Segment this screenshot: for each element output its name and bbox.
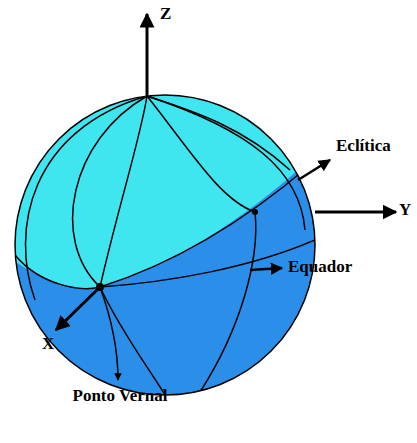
vernal-leader — [100, 287, 118, 380]
y-axis — [315, 211, 396, 214]
axis-label: Ponto Vernal — [70, 386, 170, 406]
equator-line — [15, 240, 315, 288]
axis-label: X — [42, 334, 54, 354]
meridian — [147, 96, 290, 170]
meridian — [147, 96, 256, 392]
axis-label: Equador — [288, 257, 352, 277]
x-axis — [56, 287, 100, 330]
z-axis — [146, 14, 149, 96]
meridian — [100, 96, 147, 287]
meridian — [147, 96, 305, 230]
axis-label: Z — [160, 4, 171, 24]
axes — [56, 14, 396, 380]
axis-label: Eclítica — [336, 136, 391, 156]
axis-label: Y — [399, 200, 411, 220]
ecliptic-leader — [298, 160, 330, 180]
ecliptic-line — [100, 165, 310, 287]
sphere-outline — [15, 95, 315, 395]
meridian — [73, 96, 165, 395]
intersection-dot — [252, 209, 258, 215]
equator-leader — [250, 268, 282, 270]
meridians — [15, 96, 315, 395]
meridian — [25, 96, 147, 300]
sphere-lower — [0, 150, 330, 420]
